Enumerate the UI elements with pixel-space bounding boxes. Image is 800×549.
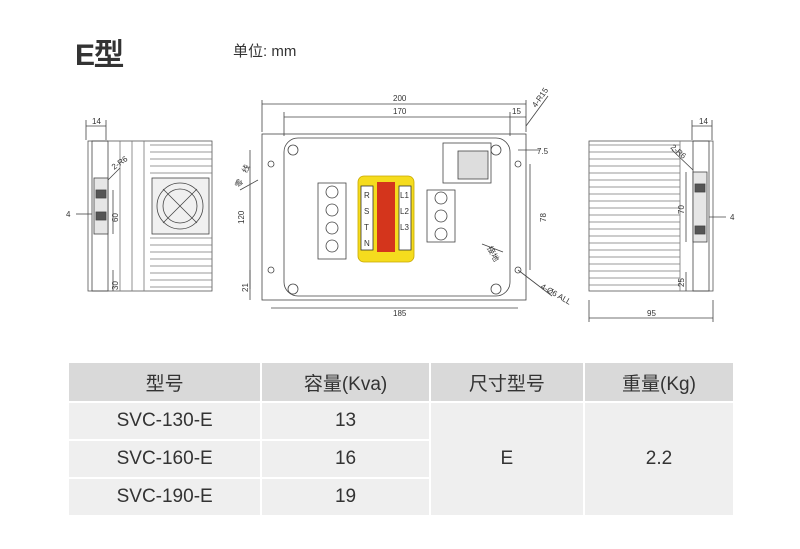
left-side-view: 14 2-R6 4 60 30 <box>66 117 213 292</box>
dim-right-2r6: 2-R6 <box>669 143 688 161</box>
terminal-l3: L3 <box>400 223 409 232</box>
terminal-n: N <box>364 239 370 248</box>
dim-200: 200 <box>393 94 407 103</box>
dim-left-60: 60 <box>111 213 120 222</box>
dim-left-14: 14 <box>92 117 101 126</box>
table-header-row: 型号 容量(Kva) 尺寸型号 重量(Kg) <box>69 363 733 401</box>
cell-model: SVC-130-E <box>69 403 261 439</box>
header-weight: 重量(Kg) <box>584 363 733 401</box>
terminal-t: T <box>364 223 369 232</box>
terminal-l2: L2 <box>400 207 409 216</box>
page-title: E型 <box>75 39 124 72</box>
ground-label: 接地 <box>485 244 501 263</box>
header-capacity: 容量(Kva) <box>262 363 429 401</box>
warning-label: R S T N L1 L2 L3 <box>357 175 415 263</box>
right-side-view: 14 2-R6 70 4 25 95 <box>588 117 735 322</box>
terminal-s: S <box>364 207 369 216</box>
dim-right-25: 25 <box>677 278 686 287</box>
dim-right-95: 95 <box>647 309 656 318</box>
dim-left-30: 30 <box>111 281 120 290</box>
dim-left-4: 4 <box>66 210 71 219</box>
terminal-l1: L1 <box>400 191 409 200</box>
dim-21: 21 <box>241 283 250 292</box>
table-row: SVC-160-E 16 <box>69 441 733 477</box>
cell-model: SVC-190-E <box>69 479 261 515</box>
terminal-r: R <box>364 191 370 200</box>
header-size: 尺寸型号 <box>430 363 583 401</box>
dim-120: 120 <box>237 210 246 224</box>
dim-185: 185 <box>393 309 407 318</box>
dim-right-4: 4 <box>730 213 735 222</box>
cell-size: E <box>430 403 583 515</box>
table-row: SVC-190-E 19 <box>69 479 733 515</box>
spec-table: 型号 容量(Kva) 尺寸型号 重量(Kg) SVC-130-E 13 E 2.… <box>67 361 735 517</box>
dim-right-70: 70 <box>677 205 686 214</box>
dim-7-5: 7.5 <box>537 147 549 156</box>
cell-capacity: 13 <box>262 403 429 439</box>
unit-label: 单位: mm <box>233 43 297 60</box>
dim-15: 15 <box>512 107 521 116</box>
technical-drawing: 14 2-R6 4 60 30 <box>66 86 735 322</box>
cell-capacity: 16 <box>262 441 429 477</box>
cell-weight: 2.2 <box>584 403 733 515</box>
dim-78: 78 <box>539 213 548 222</box>
dim-4phi6: 4-Ø6 ALL <box>539 282 573 307</box>
table-row: SVC-130-E 13 E 2.2 <box>69 403 733 515</box>
dim-170: 170 <box>393 107 407 116</box>
header-model: 型号 <box>69 363 261 401</box>
cell-model: SVC-160-E <box>69 441 261 477</box>
cell-capacity: 19 <box>262 479 429 515</box>
dim-right-14: 14 <box>699 117 708 126</box>
